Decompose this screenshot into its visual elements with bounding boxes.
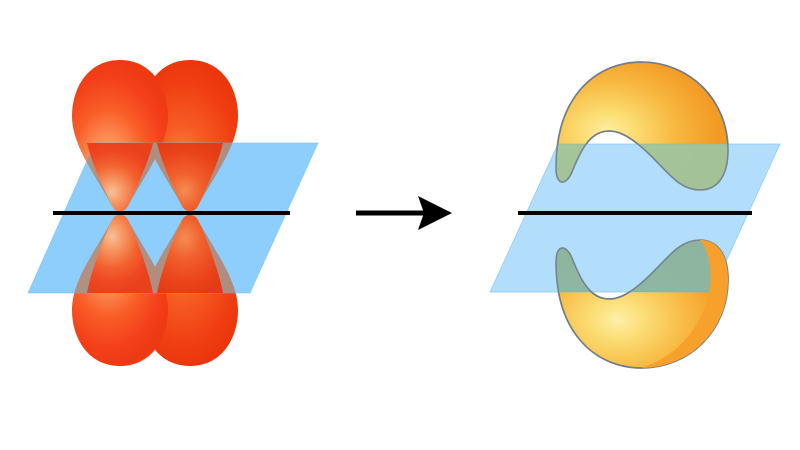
right-nodal-plane: [489, 143, 781, 293]
arrow-head: [418, 196, 452, 230]
p-tip-left-lower: [87, 214, 153, 293]
overlap-tint-lower: [556, 240, 728, 292]
left-panel-two-p-orbitals: [27, 60, 319, 366]
p-tip-left-upper: [87, 143, 153, 212]
p-tip-right-upper: [157, 143, 223, 212]
pi-lobe-lower-front-flank: [641, 240, 728, 368]
right-panel-pi-orbital: [489, 61, 781, 369]
p-tip-right-lower: [157, 214, 223, 293]
left-lobe-tips-above-plane: [87, 143, 223, 293]
overlap-tint-upper: [556, 144, 728, 190]
pi-lobe-upper-outline: [555, 61, 729, 191]
right-lobe-plane-overlap: [556, 144, 728, 292]
transformation-arrow: [356, 196, 452, 230]
